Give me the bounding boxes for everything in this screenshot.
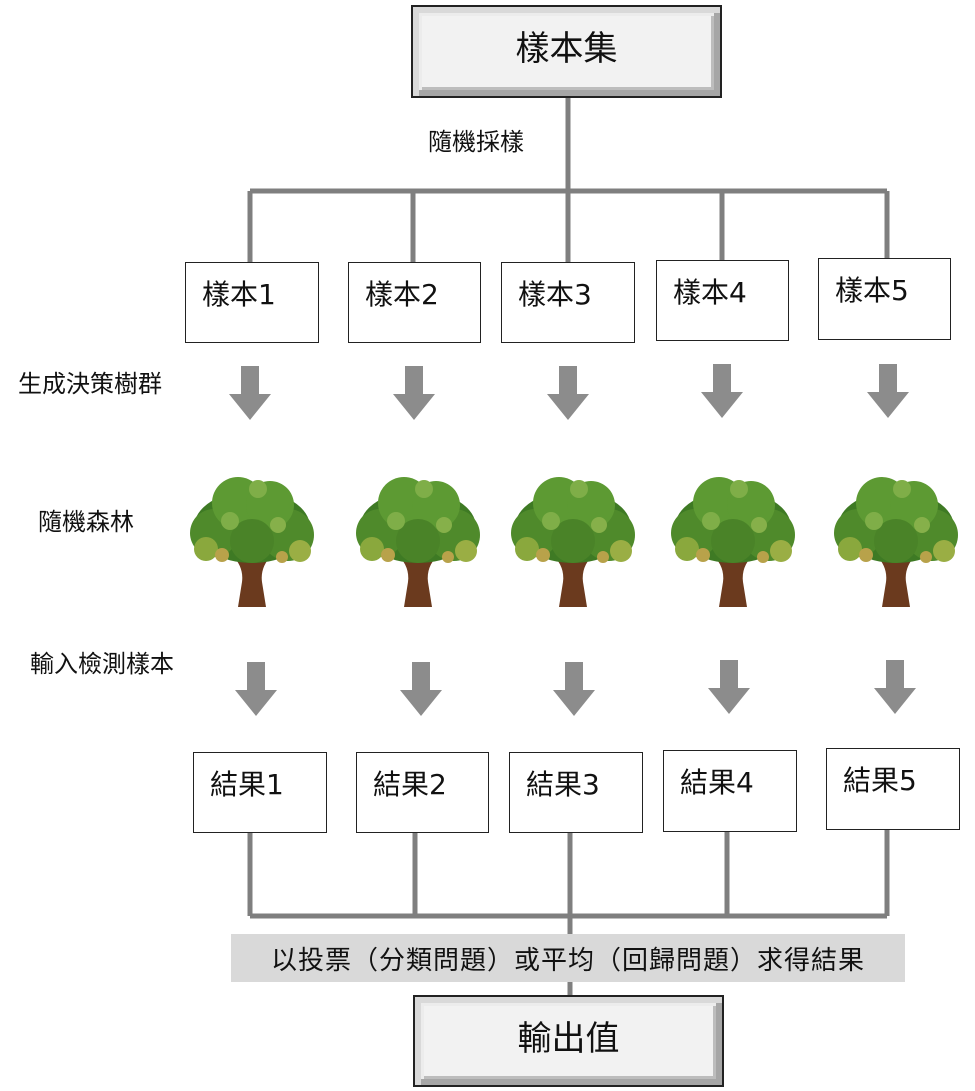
result-box-3: 結果3 (509, 752, 643, 833)
result-box-4: 結果4 (663, 750, 797, 832)
result-label: 結果5 (843, 764, 917, 797)
aggregation-label: 以投票（分類問題）或平均（回歸問題）求得結果 (270, 945, 865, 976)
output-value-label: 輸出值 (517, 1018, 620, 1059)
generate-trees-label: 生成決策樹群 (18, 370, 162, 398)
down-arrow-icon (547, 366, 589, 420)
sample-box-3: 樣本3 (501, 262, 635, 343)
random-forest-label: 隨機森林 (38, 508, 134, 536)
sample-box-1: 樣本1 (185, 262, 319, 343)
down-arrow-icon (400, 662, 442, 716)
output-value-box: 輸出值 (413, 995, 724, 1087)
tree-icon (356, 477, 480, 607)
sample-box-5: 樣本5 (818, 258, 951, 340)
result-box-1: 結果1 (193, 752, 327, 833)
result-box-5: 結果5 (826, 748, 960, 830)
sample-set-box: 樣本集 (411, 5, 722, 98)
down-arrow-icon (229, 366, 271, 420)
result-label: 結果3 (526, 768, 600, 801)
sample-label: 樣本2 (365, 278, 439, 311)
down-arrow-icon (874, 660, 916, 714)
down-arrow-icon (867, 364, 909, 418)
aggregation-note: 以投票（分類問題）或平均（回歸問題）求得結果 (231, 934, 905, 982)
random-sampling-label: 隨機採樣 (428, 128, 524, 156)
input-test-sample-label: 輸入檢測樣本 (30, 650, 174, 678)
tree-icon (834, 477, 958, 607)
result-label: 結果4 (680, 766, 754, 799)
result-label: 結果2 (373, 768, 447, 801)
sample-label: 樣本1 (202, 278, 276, 311)
down-arrow-icon (393, 366, 435, 420)
sample-box-2: 樣本2 (348, 262, 481, 343)
down-arrow-icon (235, 662, 277, 716)
down-arrow-icon (701, 364, 743, 418)
result-box-2: 結果2 (356, 752, 489, 833)
sample-box-4: 樣本4 (656, 260, 789, 341)
sample-label: 樣本3 (518, 278, 592, 311)
tree-icon (671, 477, 795, 607)
tree-icon (190, 477, 314, 607)
down-arrow-icon (553, 662, 595, 716)
result-label: 結果1 (210, 768, 284, 801)
sample-label: 樣本5 (835, 274, 909, 307)
tree-icon (511, 477, 635, 607)
down-arrow-icon (708, 660, 750, 714)
sample-set-label: 樣本集 (515, 29, 618, 69)
sample-label: 樣本4 (673, 276, 747, 309)
